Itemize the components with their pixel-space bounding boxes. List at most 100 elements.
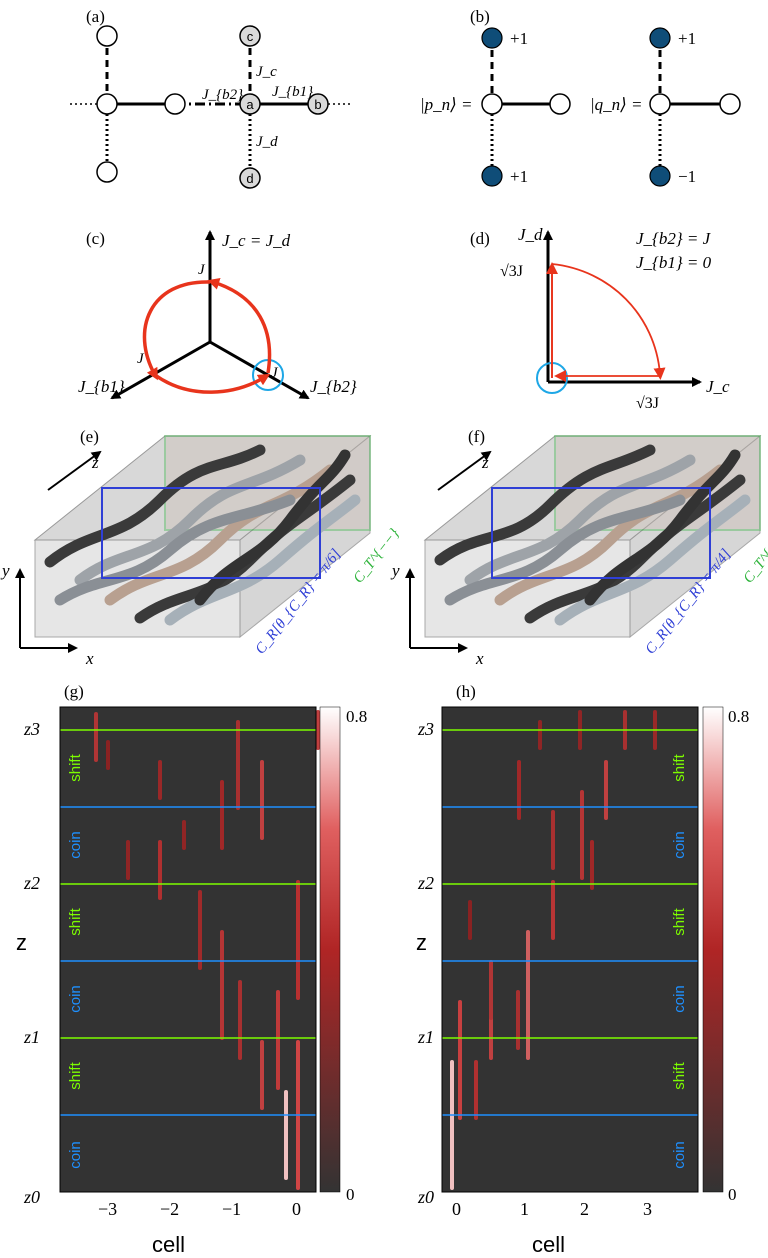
axis-z-e: z [91,453,99,472]
region-label-g-5: coin [67,831,84,859]
tick-y-d: √3J [500,263,523,280]
xtick-h-3: 3 [643,1199,652,1219]
panel-f: (f) z y x C_R[θ_{C_R} = π/4] C_T^{++} [390,427,768,668]
region-label-h-2: shift [671,1061,688,1089]
colorbar-min-h: 0 [728,1185,737,1204]
intensity-streak [284,1090,288,1180]
panel-b: (b) +1 +1 |p_n⟩ = +1 −1 |q_n⟩ = [420,7,741,187]
axis-left-c: J_{b1} [78,377,125,396]
path-c-bottom [153,373,271,394]
intensity-streak [276,990,280,1090]
marker-right-c: J [271,365,279,381]
region-label-h-4: shift [671,907,688,935]
coupling-jc: J_c [256,64,277,80]
region-label-g-1: coin [67,1141,84,1169]
axis-x-d: J_c [706,377,730,396]
p-bottom-coef: +1 [510,167,528,186]
waveguides-e [44,444,361,626]
intensity-streak [94,712,98,762]
waveguides-f [434,444,751,626]
heatmap-lower [60,990,316,1192]
intensity-streaks-g [94,710,320,1190]
xtick-h-2: 2 [580,1199,589,1219]
panel-g: (g) coin shift coin shift coin shift z0 … [16,682,367,1257]
region-label-g-3: coin [67,985,84,1013]
colorbar-max-g: 0.8 [346,707,367,726]
intensity-streak [580,790,584,880]
coin-region-e [101,487,321,579]
heatmap-lower [442,990,698,1192]
ytick-h-0: z0 [417,1187,434,1207]
intensity-streak [604,760,608,820]
region-label-g-2: shift [67,1061,84,1089]
axis-right-c: J_{b2} [310,377,357,396]
intensity-streak [489,1010,493,1060]
site-b-label: b [314,97,321,112]
panel-label-d: (d) [470,229,490,248]
axis-y-f: y [390,561,400,580]
intensity-streak [236,720,240,810]
coupling-jb2: J_{b2} [202,87,243,103]
intensity-streak [260,1040,264,1110]
region-label-h-5: coin [671,831,688,859]
intensity-streak [517,760,521,820]
colorbar-h [702,706,724,1193]
intensity-streak [106,740,110,770]
region-label-g-6: shift [67,753,84,781]
panel-label-c: (c) [86,229,105,248]
intensity-streak [316,710,320,750]
marker-top-c: J [198,262,206,278]
p-top-coef: +1 [510,29,528,48]
intensity-streak [182,820,186,850]
coin-region-f [491,487,711,579]
heatmap-h [442,707,698,990]
ytick-h-1: z1 [417,1027,434,1047]
site-b [307,93,329,115]
site-c [239,25,261,47]
q-top-coef: +1 [678,29,696,48]
intensity-streak [458,1000,462,1120]
condition-1-d: J_{b2} = J [636,229,712,248]
coupling-jd: J_d [256,134,278,150]
site-c-label: c [247,29,254,44]
region-label-h-3: coin [671,985,688,1013]
intensity-streak [198,890,202,970]
axis-y-e: y [0,561,10,580]
xlabel-g: cell [152,1232,185,1257]
intensity-streak [474,1060,478,1120]
axis-y-d: J_d [518,225,543,244]
xtick-g-0: −3 [98,1199,117,1219]
condition-2-d: J_{b1} = 0 [636,253,712,272]
q-bottom-coef: −1 [678,167,696,186]
ylabel-g: z [16,930,27,955]
intensity-streak [551,880,555,940]
panel-label-h: (h) [456,682,476,701]
xtick-h-0: 0 [452,1199,461,1219]
panel-c: (c) J J J J_c = J_d J_{b1} J_{b2} [78,229,357,400]
intensity-streak [468,900,472,940]
ytick-h-3: z3 [417,719,434,739]
panel-e: (e) z y x C_R[θ_{C_R} = π/6] C_T^{−−} [0,427,403,668]
path-c-left [142,280,211,381]
colorbar-max-h: 0.8 [728,707,749,726]
site-d [239,167,261,189]
coupling-jb1: J_{b1} [272,84,313,100]
intensity-streak [590,840,594,890]
heatmap-g [60,707,316,990]
colorbar-g [319,706,341,1193]
ytick-g-0: z0 [23,1187,40,1207]
q-top-filled [649,27,671,49]
intensity-streak [526,930,530,1060]
panel-label-e: (e) [80,427,99,446]
intensity-streak [220,930,224,1040]
ylabel-h: z [416,930,427,955]
intensity-streak [158,760,162,800]
intensity-streak [238,980,242,1060]
panel-a: (a) c a b d J_{b2} J_c J_{b1} J_d [70,7,350,189]
ytick-h-2: z2 [417,873,434,893]
intensity-streak [158,840,162,900]
ytick-g-1: z1 [23,1027,40,1047]
path-c-right [207,278,272,374]
xlabel-h: cell [532,1232,565,1257]
